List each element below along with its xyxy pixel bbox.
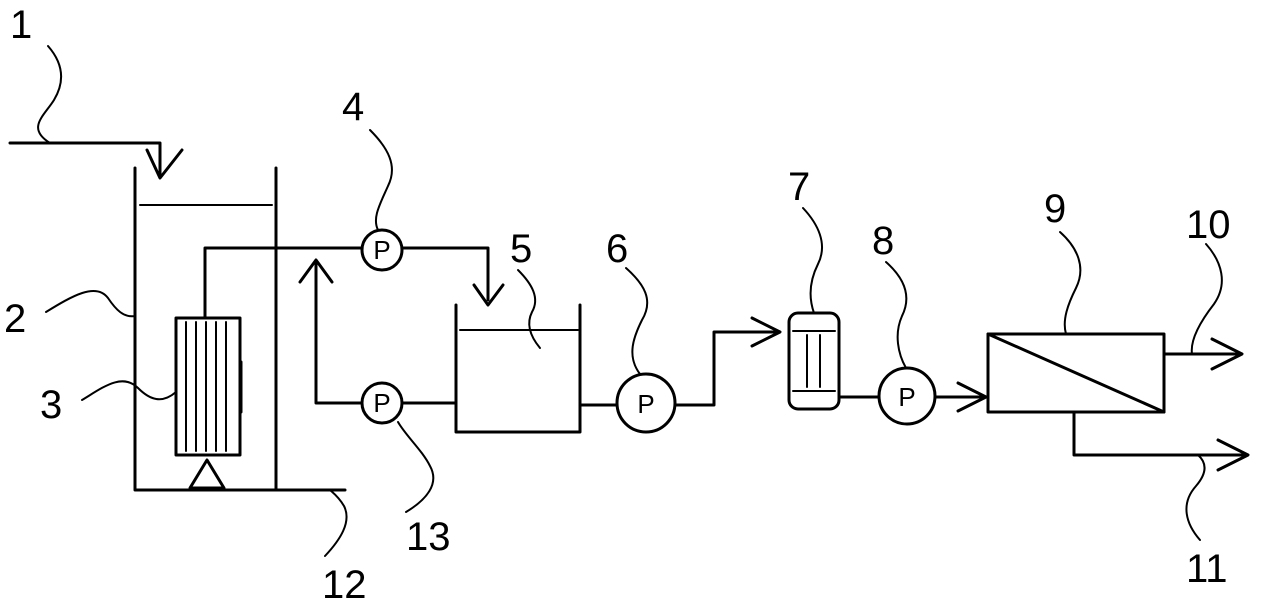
- permeate-line: [203, 246, 505, 320]
- feed-line: [8, 141, 184, 180]
- label-7: 7: [788, 165, 810, 209]
- return-line: [298, 258, 458, 405]
- aeration-diffuser: [188, 458, 226, 490]
- membrane-unit-9: [986, 332, 1166, 414]
- pump-8: P: [877, 366, 937, 426]
- label-6: 6: [606, 227, 628, 271]
- pump-4: P: [360, 228, 404, 272]
- label-2: 2: [4, 297, 26, 341]
- membrane-module-3: [174, 316, 243, 457]
- cartridge-filter-7: [787, 311, 841, 411]
- label-12: 12: [322, 563, 367, 607]
- label-4: 4: [342, 85, 364, 129]
- transfer-line-to-filter: [578, 316, 782, 407]
- label-3: 3: [40, 383, 62, 427]
- label-5: 5: [510, 227, 532, 271]
- reference-numerals: 1 2 3 4 5 6 7 8 9 10 11 12 13: [4, 3, 1231, 607]
- pump-6: P: [615, 372, 677, 434]
- pump-6-symbol: P: [637, 389, 654, 419]
- pump-4-symbol: P: [373, 235, 390, 265]
- tank-5: [454, 303, 582, 434]
- label-8: 8: [872, 219, 894, 263]
- label-13: 13: [406, 515, 451, 559]
- outlet-line-10: [1162, 337, 1244, 371]
- transfer-line-to-membrane-unit: [837, 381, 988, 413]
- label-11: 11: [1186, 547, 1228, 591]
- leader-lines: [37, 45, 1223, 557]
- outlet-line-11: [1072, 410, 1250, 472]
- pump-8-symbol: P: [898, 382, 915, 412]
- pump-13: P: [360, 381, 404, 425]
- label-9: 9: [1044, 187, 1066, 231]
- pump-13-symbol: P: [373, 388, 390, 418]
- label-1: 1: [10, 3, 32, 47]
- label-10: 10: [1186, 203, 1231, 247]
- tank-2: [133, 166, 347, 492]
